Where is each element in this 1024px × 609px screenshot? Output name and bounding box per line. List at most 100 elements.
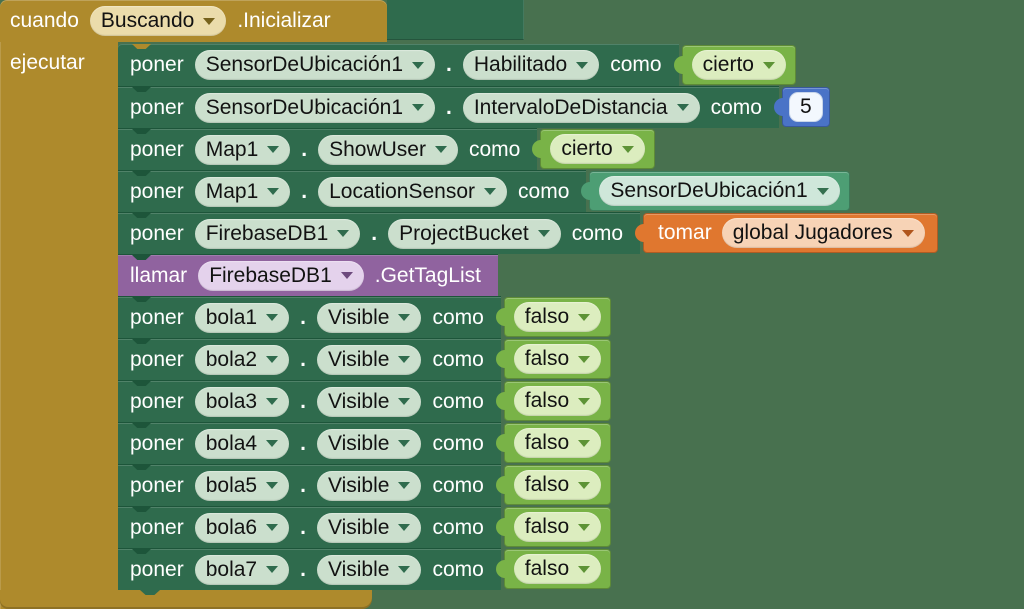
logic-value-block[interactable]: falso — [495, 339, 612, 379]
dropdown-arrow-icon — [266, 314, 279, 321]
component-dropdown[interactable]: Map1 — [194, 176, 291, 207]
method-label: .GetTagList — [374, 263, 481, 287]
property-dropdown-label: IntervaloDeDistancia — [473, 95, 668, 119]
logic-dropdown[interactable]: falso — [513, 386, 602, 416]
dot-separator: . — [300, 473, 306, 497]
logic-dropdown[interactable]: falso — [513, 554, 602, 584]
variable-dropdown[interactable]: global Jugadores — [721, 218, 925, 248]
logic-dropdown-label: falso — [524, 347, 570, 370]
logic-value-block[interactable]: falso — [495, 549, 612, 589]
logic-value-block[interactable]: cierto — [673, 45, 796, 85]
logic-dropdown[interactable]: falso — [513, 470, 602, 500]
as-keyword: como — [710, 95, 762, 119]
component-dropdown[interactable]: bola3 — [194, 386, 290, 417]
component-dropdown[interactable]: bola6 — [194, 512, 290, 543]
set-property-block[interactable]: poner bola5. Visible como — [118, 464, 501, 506]
property-dropdown[interactable]: Visible — [316, 428, 422, 459]
component-dropdown[interactable]: FirebaseDB1 — [198, 260, 364, 291]
logic-value-block[interactable]: falso — [495, 423, 612, 463]
component-dropdown[interactable]: bola7 — [194, 554, 290, 585]
component-dropdown-label: bola2 — [205, 347, 258, 371]
dropdown-arrow-icon — [484, 188, 497, 195]
logic-value-block[interactable]: falso — [495, 507, 612, 547]
event-component-dropdown[interactable]: Buscando — [89, 6, 227, 36]
dropdown-arrow-icon — [340, 272, 353, 279]
logic-value-block[interactable]: falso — [495, 381, 612, 421]
property-dropdown[interactable]: IntervaloDeDistancia — [462, 92, 700, 123]
logic-dropdown[interactable]: falso — [513, 344, 602, 374]
partial-block[interactable] — [387, 0, 524, 40]
component-dropdown[interactable]: FirebaseDB1 — [194, 218, 361, 249]
dropdown-arrow-icon — [267, 146, 280, 153]
property-dropdown[interactable]: ShowUser — [318, 134, 458, 165]
property-dropdown[interactable]: Visible — [316, 302, 422, 333]
event-block-bottom[interactable] — [0, 590, 372, 609]
property-dropdown-label: Visible — [327, 431, 390, 455]
statement-keyword: poner — [130, 473, 184, 497]
property-dropdown[interactable]: Visible — [316, 386, 422, 417]
component-dropdown[interactable]: bola4 — [194, 428, 290, 459]
logic-value-block[interactable]: falso — [495, 297, 612, 337]
logic-dropdown[interactable]: falso — [513, 512, 602, 542]
logic-value-block[interactable]: falso — [495, 465, 612, 505]
component-dropdown[interactable]: Map1 — [194, 134, 291, 165]
property-dropdown[interactable]: Visible — [316, 554, 422, 585]
event-block-header[interactable]: cuando Buscando .Inicializar — [0, 0, 387, 42]
dropdown-arrow-icon — [901, 229, 914, 237]
component-dropdown-label: bola3 — [205, 389, 258, 413]
property-dropdown[interactable]: Visible — [316, 512, 422, 543]
as-keyword: como — [518, 179, 570, 203]
property-dropdown[interactable]: ProjectBucket — [388, 218, 561, 249]
property-dropdown[interactable]: LocationSensor — [318, 176, 508, 207]
component-dropdown[interactable]: bola5 — [194, 470, 290, 501]
logic-dropdown-label: falso — [524, 473, 570, 496]
component-value-block[interactable]: SensorDeUbicación1 — [581, 171, 850, 211]
logic-dropdown-label: cierto — [561, 137, 613, 160]
logic-value-block[interactable]: cierto — [532, 129, 655, 169]
property-dropdown-label: Habilitado — [473, 53, 568, 76]
logic-dropdown[interactable]: cierto — [550, 134, 645, 164]
component-dropdown[interactable]: bola2 — [194, 344, 290, 375]
component-dropdown[interactable]: bola1 — [194, 302, 290, 333]
property-dropdown[interactable]: Visible — [316, 470, 422, 501]
logic-dropdown[interactable]: falso — [513, 428, 602, 458]
property-dropdown[interactable]: Visible — [316, 344, 422, 375]
number-input[interactable]: 5 — [788, 92, 823, 122]
statement-keyword: poner — [130, 95, 184, 119]
component-dropdown[interactable]: SensorDeUbicación1 — [194, 92, 435, 123]
dropdown-arrow-icon — [412, 104, 424, 111]
component-dropdown-label: SensorDeUbicación1 — [205, 95, 403, 119]
logic-dropdown[interactable]: cierto — [691, 50, 786, 80]
property-dropdown[interactable]: Habilitado — [462, 50, 600, 80]
dropdown-arrow-icon — [266, 440, 279, 447]
statement-keyword: poner — [130, 53, 184, 76]
dropdown-arrow-icon — [266, 482, 279, 489]
dropdown-arrow-icon — [578, 439, 591, 447]
event-block-body[interactable]: ejecutar — [0, 42, 118, 609]
component-dropdown[interactable]: SensorDeUbicación1 — [194, 50, 435, 80]
event-component-label: Buscando — [100, 9, 195, 32]
number-value-block[interactable]: 5 — [774, 87, 830, 127]
dropdown-arrow-icon — [578, 523, 591, 531]
logic-dropdown[interactable]: falso — [513, 302, 602, 332]
as-keyword: como — [432, 473, 484, 497]
logic-dropdown-label: cierto — [702, 53, 754, 76]
component-dropdown[interactable]: SensorDeUbicación1 — [599, 176, 840, 206]
